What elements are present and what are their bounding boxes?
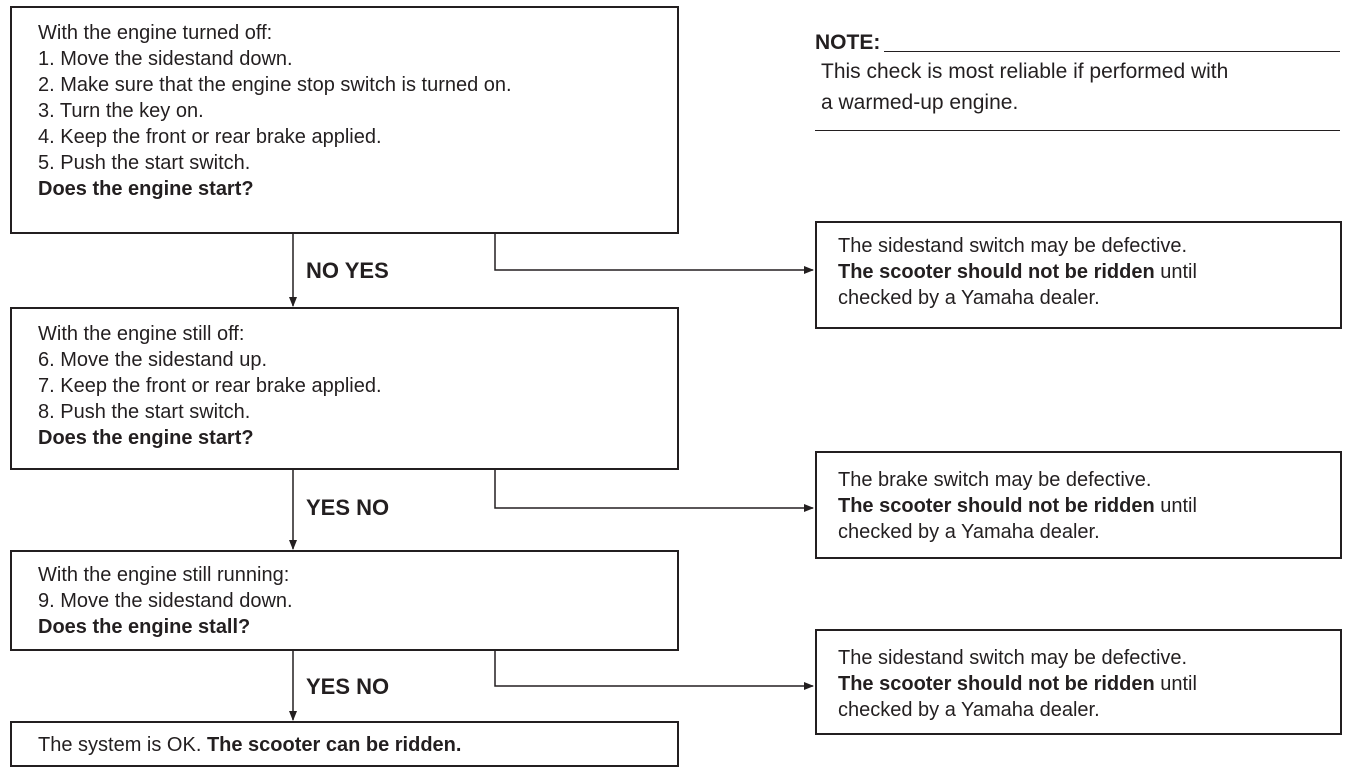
step3-line: 9. Move the sidestand down.: [38, 590, 293, 612]
step3-box: With the engine still running: 9. Move t…: [10, 550, 679, 651]
outcome3-line1: The sidestand switch may be defective.: [838, 647, 1188, 669]
outcome2-warning: The scooter should not be ridden: [838, 495, 1155, 517]
step1-line: With the engine turned off:: [38, 22, 273, 44]
branch1-labels: NO YES: [306, 258, 389, 284]
note-body: This check is most reliable if performed…: [815, 56, 1340, 131]
result-ok-bold: The scooter can be ridden.: [206, 734, 462, 756]
result-ok-box: The system is OK. The scooter can be rid…: [10, 721, 679, 767]
step1-line: 5. Push the start switch.: [38, 152, 251, 174]
step3-question: Does the engine stall?: [38, 616, 251, 638]
step1-line: 2. Make sure that the engine stop switch…: [38, 74, 512, 96]
step3-line: With the engine still running:: [38, 564, 290, 586]
arrow-step2-to-outcome2: [494, 469, 814, 512]
outcome2-line3: checked by a Yamaha dealer.: [838, 521, 1100, 543]
step2-line: With the engine still off:: [38, 323, 245, 345]
note-line1: This check is most reliable if performed…: [821, 60, 1229, 83]
note-line2: a warmed-up engine.: [821, 91, 1019, 114]
step2-box: With the engine still off: 6. Move the s…: [10, 307, 679, 470]
note-heading: NOTE:: [815, 31, 881, 54]
outcome3-line2: The scooter should not be ridden until: [838, 671, 1340, 697]
step2-line: 6. Move the sidestand up.: [38, 349, 268, 371]
outcome3-line3: checked by a Yamaha dealer.: [838, 699, 1100, 721]
branch2-labels: YES NO: [306, 495, 389, 521]
result-ok-plain: The system is OK.: [38, 734, 207, 756]
outcome1-rest: until: [1154, 261, 1197, 283]
step1-line: 4. Keep the front or rear brake applied.: [38, 126, 382, 148]
outcome1-warning: The scooter should not be ridden: [838, 261, 1155, 283]
arrow-step1-to-outcome1: [494, 233, 814, 274]
step2-question: Does the engine start?: [38, 427, 254, 449]
outcome2-rest: until: [1154, 495, 1197, 517]
arrow-step3-to-outcome3: [494, 650, 814, 690]
note-top-rule: [884, 51, 1340, 52]
step1-question: Does the engine start?: [38, 178, 254, 200]
step2-line: 8. Push the start switch.: [38, 401, 251, 423]
branch1-right-label: YES: [344, 258, 389, 283]
note-block: NOTE: This check is most reliable if per…: [815, 30, 1340, 131]
outcome1-line3: checked by a Yamaha dealer.: [838, 287, 1100, 309]
outcome3-warning: The scooter should not be ridden: [838, 673, 1155, 695]
branch3-down-label: YES: [306, 674, 351, 699]
outcome1-line2: The scooter should not be ridden until: [838, 259, 1340, 285]
outcome3-rest: until: [1154, 673, 1197, 695]
note-header: NOTE:: [815, 30, 1340, 56]
branch2-down-label: YES: [306, 495, 351, 520]
result-ok-text: The system is OK. The scooter can be rid…: [38, 732, 677, 758]
outcome1-box: The sidestand switch may be defective. T…: [815, 221, 1342, 329]
outcome1-line1: The sidestand switch may be defective.: [838, 235, 1188, 257]
branch3-right-label: NO: [356, 674, 390, 699]
outcome2-line1: The brake switch may be defective.: [838, 469, 1152, 491]
branch1-down-label: NO: [306, 258, 339, 283]
outcome2-box: The brake switch may be defective. The s…: [815, 451, 1342, 559]
outcome2-line2: The scooter should not be ridden until: [838, 493, 1340, 519]
step2-line: 7. Keep the front or rear brake applied.: [38, 375, 382, 397]
outcome3-box: The sidestand switch may be defective. T…: [815, 629, 1342, 735]
step1-box: With the engine turned off: 1. Move the …: [10, 6, 679, 234]
step1-line: 1. Move the sidestand down.: [38, 48, 293, 70]
step1-line: 3. Turn the key on.: [38, 100, 204, 122]
branch3-labels: YES NO: [306, 674, 389, 700]
branch2-right-label: NO: [356, 495, 390, 520]
